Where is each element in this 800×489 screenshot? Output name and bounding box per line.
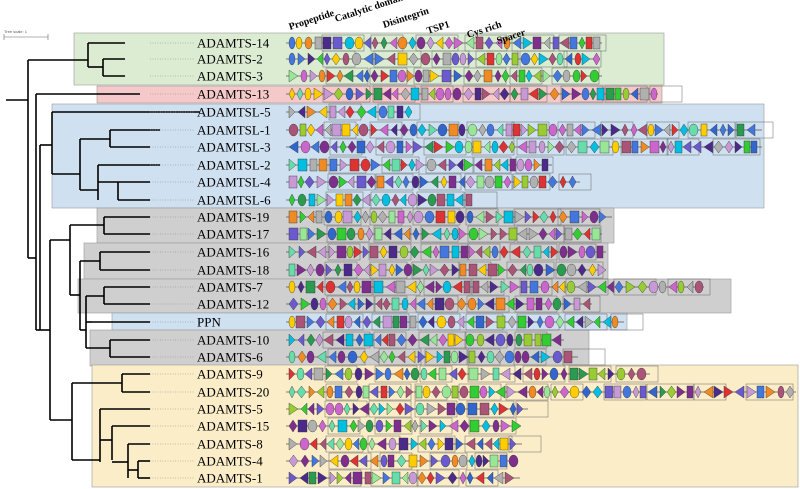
- clade-group-3: [51, 103, 765, 209]
- domain-architecture-row: [288, 156, 554, 174]
- domain-architecture-row: [288, 138, 761, 156]
- taxon-label: ADAMTS-15: [197, 419, 269, 434]
- domain-architecture-row: [288, 225, 602, 243]
- taxon-label: ADAMTSL-1: [197, 123, 271, 138]
- taxon-label: ADAMTSL-6: [197, 193, 271, 208]
- taxon-label: ADAMTS-13: [197, 87, 269, 102]
- domain-architecture-row: [288, 278, 711, 296]
- domain-architecture-row: [288, 173, 592, 191]
- domain-architecture-row: [288, 383, 795, 401]
- taxon-label: ADAMTS-19: [197, 210, 269, 225]
- taxon-label: ADAMTS-7: [197, 280, 263, 295]
- domain-architecture-row: [288, 34, 607, 52]
- domain-architecture-row: [288, 121, 774, 139]
- domain-architecture-row: [288, 208, 607, 226]
- domain-architecture-row: [288, 417, 522, 435]
- domain-architecture-row: [288, 365, 659, 383]
- domain-architecture-row: [288, 313, 644, 331]
- domain-architecture-row: [288, 191, 498, 209]
- taxon-label: ADAMTS-3: [197, 69, 263, 84]
- domain-architecture-row: [288, 469, 515, 487]
- taxon-label: ADAMTS-16: [197, 245, 270, 260]
- taxon-label: ADAMTS-14: [197, 36, 270, 51]
- taxon-label: ADAMTSL-5: [197, 105, 271, 120]
- taxon-label: ADAMTS-8: [197, 437, 263, 452]
- taxon-label: ADAMTS-17: [197, 227, 270, 242]
- taxon-labels: ADAMTS-14ADAMTS-2ADAMTS-3ADAMTS-13ADAMTS…: [197, 36, 271, 486]
- domain-architecture-row: [288, 103, 421, 121]
- domain-architecture-row: [288, 348, 606, 366]
- domain-architecture-row: [288, 50, 602, 68]
- domain-architecture-row: [288, 400, 549, 418]
- domain-architecture-row: [288, 243, 604, 261]
- domain-architecture-row: [288, 261, 607, 279]
- taxon-label: ADAMTS-6: [197, 350, 263, 365]
- taxon-label: ADAMTS-12: [197, 297, 269, 312]
- domain-architecture-row: [288, 85, 683, 103]
- domain-header: Disintegrin: [382, 5, 431, 30]
- domain-architecture-layer: [286, 34, 796, 487]
- domain-architecture-row: [288, 67, 600, 85]
- domain-header: Propeptide: [288, 8, 337, 33]
- taxon-label: ADAMTSL-4: [197, 175, 271, 190]
- tree-scale: Tree scale: 1: [3, 29, 49, 40]
- taxon-label: ADAMTS-2: [197, 52, 263, 67]
- domain-architecture-row: [288, 452, 519, 470]
- tree-scale-label: Tree scale: 1: [4, 29, 28, 34]
- phylogenetic-tree: [6, 42, 200, 479]
- taxon-label: ADAMTS-18: [197, 263, 269, 278]
- taxon-label: ADAMTS-10: [197, 333, 269, 348]
- taxon-label: ADAMTS-9: [197, 367, 263, 382]
- taxon-label: ADAMTS-4: [197, 454, 263, 469]
- taxon-label: ADAMTSL-2: [197, 158, 271, 173]
- taxon-label: PPN: [197, 315, 221, 330]
- taxon-label: ADAMTS-20: [197, 385, 269, 400]
- domain-architecture-row: [288, 435, 542, 453]
- domain-architecture-row: [288, 295, 601, 313]
- clade-group-4: [96, 207, 615, 244]
- taxon-label: ADAMTSL-3: [197, 140, 271, 155]
- domain-architecture-row: [288, 331, 562, 349]
- taxon-label: ADAMTS-1: [197, 471, 263, 486]
- taxon-label: ADAMTS-5: [197, 402, 263, 417]
